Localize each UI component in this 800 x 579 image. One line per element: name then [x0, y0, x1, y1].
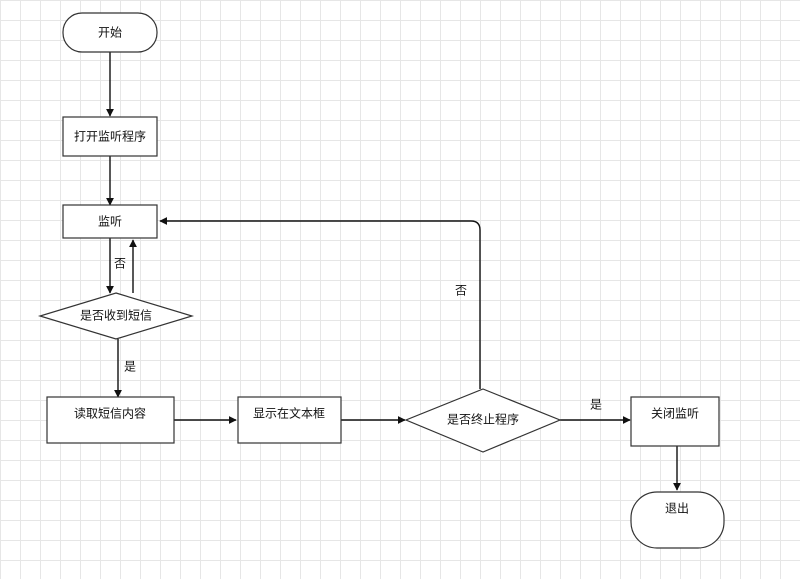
node-terminate: 是否终止程序 — [404, 388, 562, 453]
node-listen: 监听 — [62, 204, 158, 239]
node-exit-label: 退出 — [665, 502, 689, 516]
edge-label-terminate-yes: 是 — [590, 398, 602, 412]
edge-label-sms-yes: 是 — [124, 360, 136, 374]
node-open-listener: 打开监听程序 — [62, 116, 158, 157]
node-start: 开始 — [62, 12, 158, 53]
node-sms-received-label: 是否收到短信 — [80, 309, 152, 323]
edge-label-terminate-no: 否 — [455, 284, 467, 298]
node-show-textbox: 显示在文本框 — [237, 396, 342, 444]
edge-terminate-back-to-listen — [159, 217, 481, 389]
node-open-listener-label: 打开监听程序 — [74, 129, 146, 144]
node-exit: 退出 — [630, 491, 725, 549]
node-read-sms: 读取短信内容 — [46, 396, 175, 444]
node-terminate-label: 是否终止程序 — [447, 412, 519, 427]
node-close-listen-label: 关闭监听 — [651, 407, 699, 421]
node-read-sms-label: 读取短信内容 — [74, 406, 146, 421]
node-show-textbox-label: 显示在文本框 — [253, 406, 325, 421]
node-listen-label: 监听 — [98, 215, 122, 229]
node-sms-received: 是否收到短信 — [37, 292, 195, 340]
node-close-listen: 关闭监听 — [630, 396, 720, 447]
node-start-label: 开始 — [98, 26, 122, 40]
edge-label-sms-no: 否 — [114, 257, 126, 271]
